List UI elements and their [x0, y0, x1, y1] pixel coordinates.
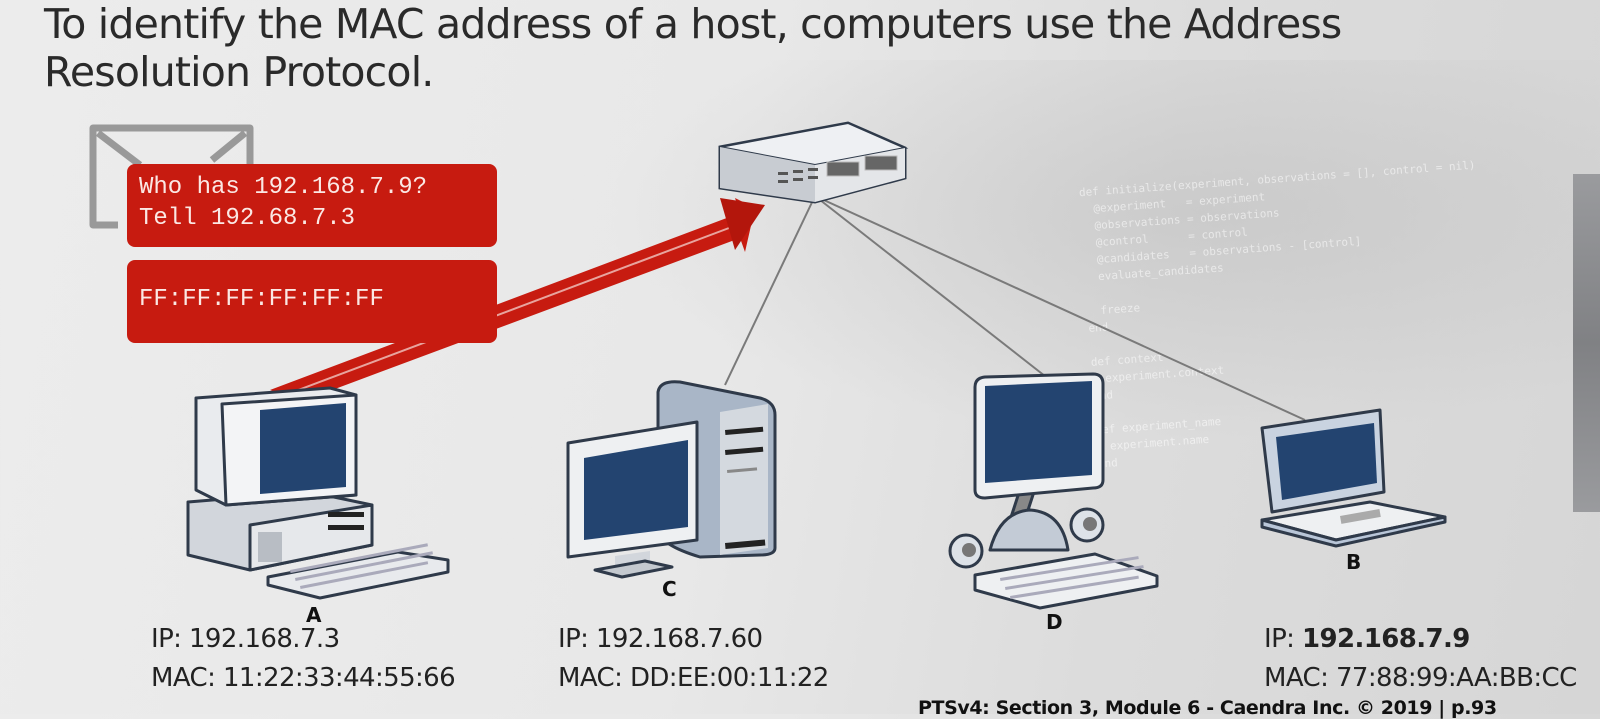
host-d-label: D [1046, 610, 1063, 634]
ip-label: IP: [1264, 624, 1302, 654]
network-links [724, 195, 1306, 421]
tower-pc-icon [566, 380, 777, 579]
host-c-ip: IP: 192.168.7.60 [558, 620, 829, 659]
mac-label: MAC: [1264, 663, 1336, 693]
envelope-icon [89, 124, 254, 229]
ip-label: IP: [558, 624, 596, 654]
title-line-1: To identify the MAC address of a host, c… [44, 0, 1342, 48]
link-switch-d [814, 195, 1051, 381]
host-b-mac: MAC: 77:88:99:AA:BB:CC [1264, 659, 1577, 698]
arp-request-line-1: Who has 192.168.7.9? [139, 174, 428, 201]
host-a-info: IP: 192.168.7.3 MAC: 11:22:33:44:55:66 [151, 620, 456, 698]
mac-label: MAC: [151, 663, 223, 693]
title-line-2: Resolution Protocol. [44, 48, 434, 96]
ip-value: 192.168.7.3 [188, 624, 340, 654]
host-a-ip: IP: 192.168.7.3 [151, 620, 455, 659]
mac-value: 77:88:99:AA:BB:CC [1335, 663, 1577, 693]
arp-request-packet: Who has 192.168.7.9? Tell 192.68.7.3 [127, 164, 497, 247]
ip-value: 192.168.7.60 [595, 624, 763, 654]
side-panel-tab[interactable] [1573, 174, 1600, 512]
mac-value: DD:EE:00:11:22 [629, 663, 829, 693]
network-switch-icon [718, 121, 909, 204]
desktop-crt-icon [186, 386, 450, 600]
host-b-label: B [1346, 550, 1362, 574]
ip-value: 192.168.7.9 [1301, 624, 1470, 654]
arp-broadcast-arrow [270, 198, 765, 402]
mac-label: MAC: [558, 663, 630, 693]
host-c-label: C [662, 577, 677, 601]
slide-footer: PTSv4: Section 3, Module 6 - Caendra Inc… [918, 697, 1497, 719]
broadcast-mac: FF:FF:FF:FF:FF:FF [139, 286, 384, 313]
host-a-label: A [306, 603, 322, 627]
host-b-info: IP: 192.168.7.9 MAC: 77:88:99:AA:BB:CC [1264, 620, 1577, 698]
laptop-icon [1260, 408, 1447, 548]
link-switch-b [814, 195, 1306, 421]
host-b-ip: IP: 192.168.7.9 [1264, 620, 1577, 659]
host-c-mac: MAC: DD:EE:00:11:22 [558, 659, 829, 698]
slide-title: To identify the MAC address of a host, c… [44, 0, 1342, 96]
mac-value: 11:22:33:44:55:66 [222, 663, 456, 693]
link-switch-c [724, 195, 816, 386]
all-in-one-pc-icon [948, 372, 1159, 610]
host-a-mac: MAC: 11:22:33:44:55:66 [151, 659, 456, 698]
arp-request-line-2: Tell 192.68.7.3 [139, 205, 356, 232]
arp-destination-mac-packet: FF:FF:FF:FF:FF:FF [127, 260, 497, 343]
host-c-info: IP: 192.168.7.60 MAC: DD:EE:00:11:22 [558, 620, 829, 698]
ip-label: IP: [151, 624, 189, 654]
